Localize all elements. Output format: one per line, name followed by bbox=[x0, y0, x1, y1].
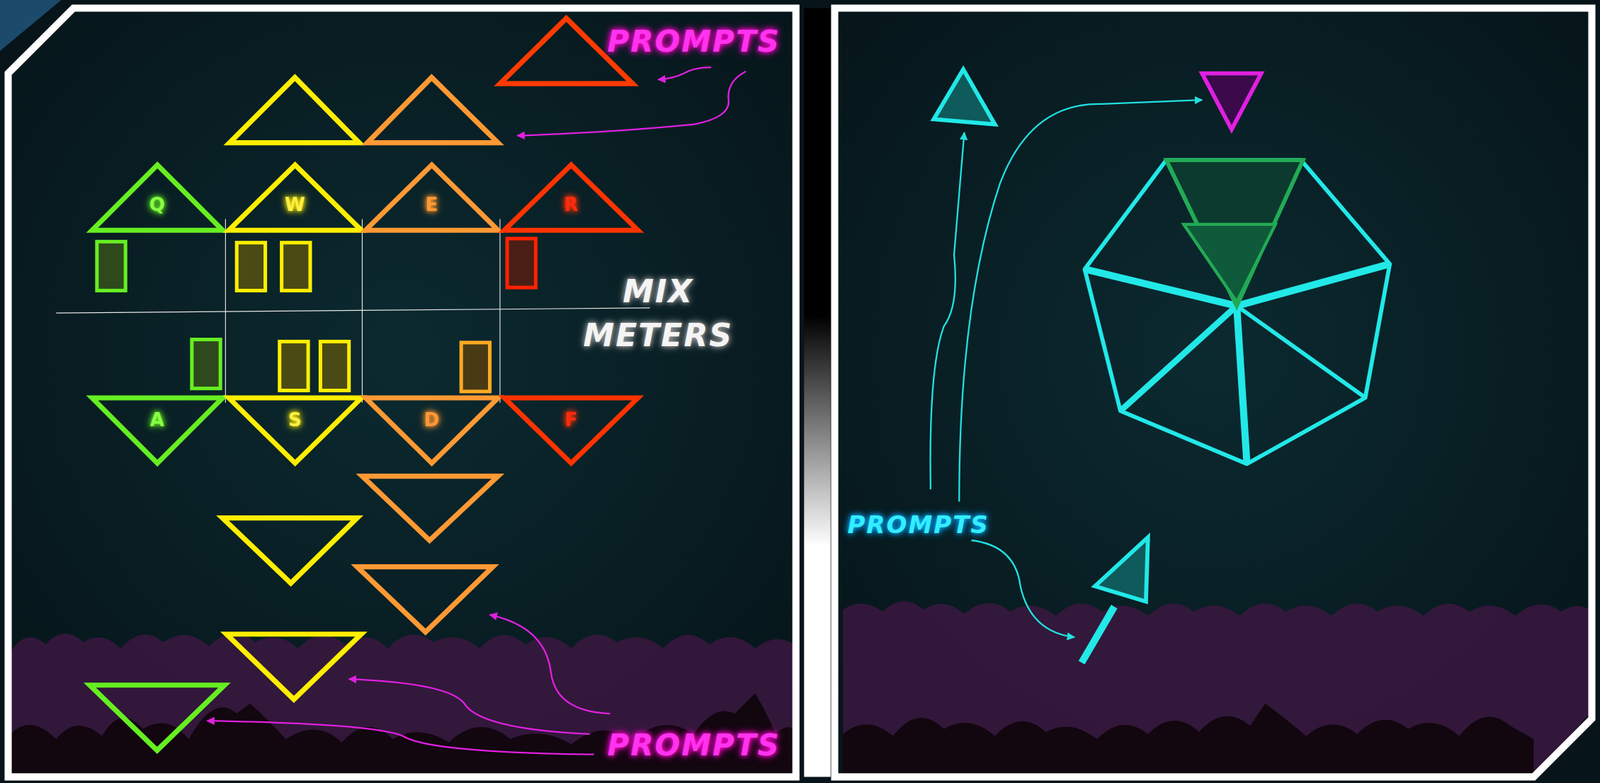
key-letter: W bbox=[284, 194, 306, 216]
key-letter: Q bbox=[149, 194, 166, 216]
note-wheel bbox=[1084, 160, 1390, 464]
pointer-shaft bbox=[1081, 606, 1115, 663]
key-triangle: F bbox=[504, 398, 639, 464]
key-triangle: A bbox=[92, 398, 223, 464]
crowd-front bbox=[842, 704, 1534, 776]
wheel-target bbox=[1166, 160, 1304, 306]
right-panel bbox=[834, 8, 1592, 778]
key-triangle: D bbox=[365, 398, 498, 464]
key-triangle: Q bbox=[92, 165, 223, 231]
key-triangle: S bbox=[228, 398, 362, 464]
panel-divider bbox=[803, 8, 831, 778]
key-letter: F bbox=[564, 409, 578, 431]
key-triangle: W bbox=[228, 165, 362, 231]
panel-frame bbox=[8, 8, 797, 778]
key-letter: D bbox=[424, 409, 440, 431]
key-letter: E bbox=[425, 194, 439, 216]
prompt-triangle bbox=[1201, 73, 1262, 130]
mix-meters bbox=[97, 238, 536, 392]
crowd-silhouette bbox=[842, 601, 1591, 777]
key-triangle: E bbox=[365, 165, 498, 231]
leader-arrows bbox=[930, 99, 1203, 638]
prompts-label: PROMPTS bbox=[607, 727, 781, 763]
mix-grid bbox=[55, 219, 650, 404]
key-letter: R bbox=[563, 194, 578, 216]
leader-arrows bbox=[206, 67, 746, 756]
crowd-front bbox=[9, 693, 794, 777]
mix-label: MIX bbox=[622, 272, 694, 309]
panel-frame bbox=[834, 8, 1592, 778]
left-panel bbox=[8, 8, 797, 778]
prompts-label: PROMPTS bbox=[607, 23, 781, 59]
crowd-silhouette bbox=[9, 633, 794, 777]
pointer-head bbox=[1094, 537, 1149, 603]
key-letter: A bbox=[150, 409, 165, 431]
prompt-triangle bbox=[933, 69, 995, 125]
meters-label: METERS bbox=[582, 316, 733, 353]
wheel-target-fill bbox=[1183, 224, 1276, 302]
key-letter: S bbox=[288, 409, 302, 431]
prompt-triangles bbox=[89, 18, 633, 751]
prompts-label: PROMPTS bbox=[847, 510, 989, 539]
key-triangle: R bbox=[504, 165, 639, 231]
